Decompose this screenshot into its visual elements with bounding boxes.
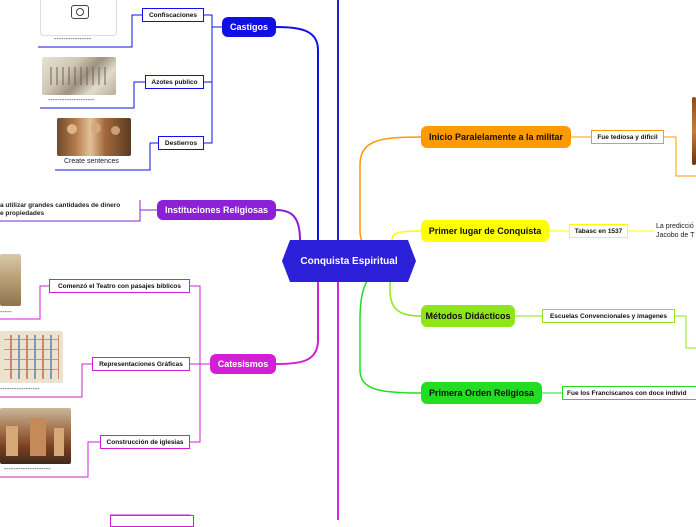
image-representaciones-graficas[interactable] (0, 331, 63, 383)
central-topic[interactable]: Conquista Espiritual (282, 240, 416, 282)
partial-subtopic-bottom[interactable] (110, 515, 194, 527)
topic-metodos-didacticos[interactable]: Métodos Didácticos (421, 305, 515, 327)
subtopic-confiscaciones[interactable]: Confiscaciones (142, 8, 204, 22)
subtopic-escuelas[interactable]: Escuelas Convencionales y imagenes (542, 309, 675, 323)
caption-confiscaciones: ---------------- (54, 36, 92, 43)
topic-catesismos[interactable]: Catesismos (210, 354, 276, 374)
topic-primer-lugar[interactable]: Primer lugar de Conquista (421, 220, 549, 242)
primer-lugar-note-line1: La predicció (656, 223, 694, 230)
topic-instituciones-religiosas[interactable]: Instituciones Religiosas (157, 200, 276, 220)
instituciones-detail-line2: e propiedades (0, 210, 45, 217)
subtopic-construccion-iglesias[interactable]: Construcción de iglesias (100, 435, 190, 449)
image-azotes-publico[interactable] (42, 57, 116, 95)
topic-primera-orden[interactable]: Primera Orden Religiosa (421, 382, 542, 404)
image-inicio-partial[interactable] (692, 97, 696, 165)
primer-lugar-note-line2: Jacobo de T (656, 232, 695, 239)
caption-representaciones-graficas: ----------------- (0, 386, 40, 393)
camera-icon (71, 5, 89, 19)
subtopic-representaciones-graficas[interactable]: Representaciones Gráficas (92, 357, 190, 371)
subtopic-tabasco[interactable]: Tabasc en 1537 (569, 224, 628, 238)
image-destierros[interactable] (57, 118, 131, 156)
central-topic-label: Conquista Espiritual (300, 255, 398, 267)
subtopic-teatro[interactable]: Comenzó el Teatro con pasajes biblicos (49, 279, 190, 293)
central-topic-shape (282, 240, 416, 282)
image-card-confiscaciones[interactable] (40, 0, 117, 36)
image-construccion-iglesias[interactable] (0, 408, 71, 464)
subtopic-franciscanos[interactable]: Fue los Franciscanos con doce individ (562, 386, 696, 400)
subtopic-azotes-publico[interactable]: Azotes publico (145, 75, 204, 89)
caption-construccion-iglesias: -------------------- (4, 466, 51, 473)
topic-castigos[interactable]: Castigos (222, 17, 276, 37)
instituciones-detail-line1: a utilizar grandes cantidades de dinero (0, 202, 121, 209)
subtopic-fue-tediosa[interactable]: Fue tedíosa y díficil (591, 130, 664, 144)
image-teatro[interactable] (0, 254, 21, 306)
caption-azotes-publico: -------------------- (48, 97, 95, 104)
topic-inicio-paralelamente[interactable]: Inicio Paralelamente a la militar (421, 126, 571, 148)
caption-destierros: Create sentences (64, 158, 119, 165)
subtopic-destierros[interactable]: Destierros (158, 136, 204, 150)
caption-teatro: ----- (0, 309, 12, 316)
